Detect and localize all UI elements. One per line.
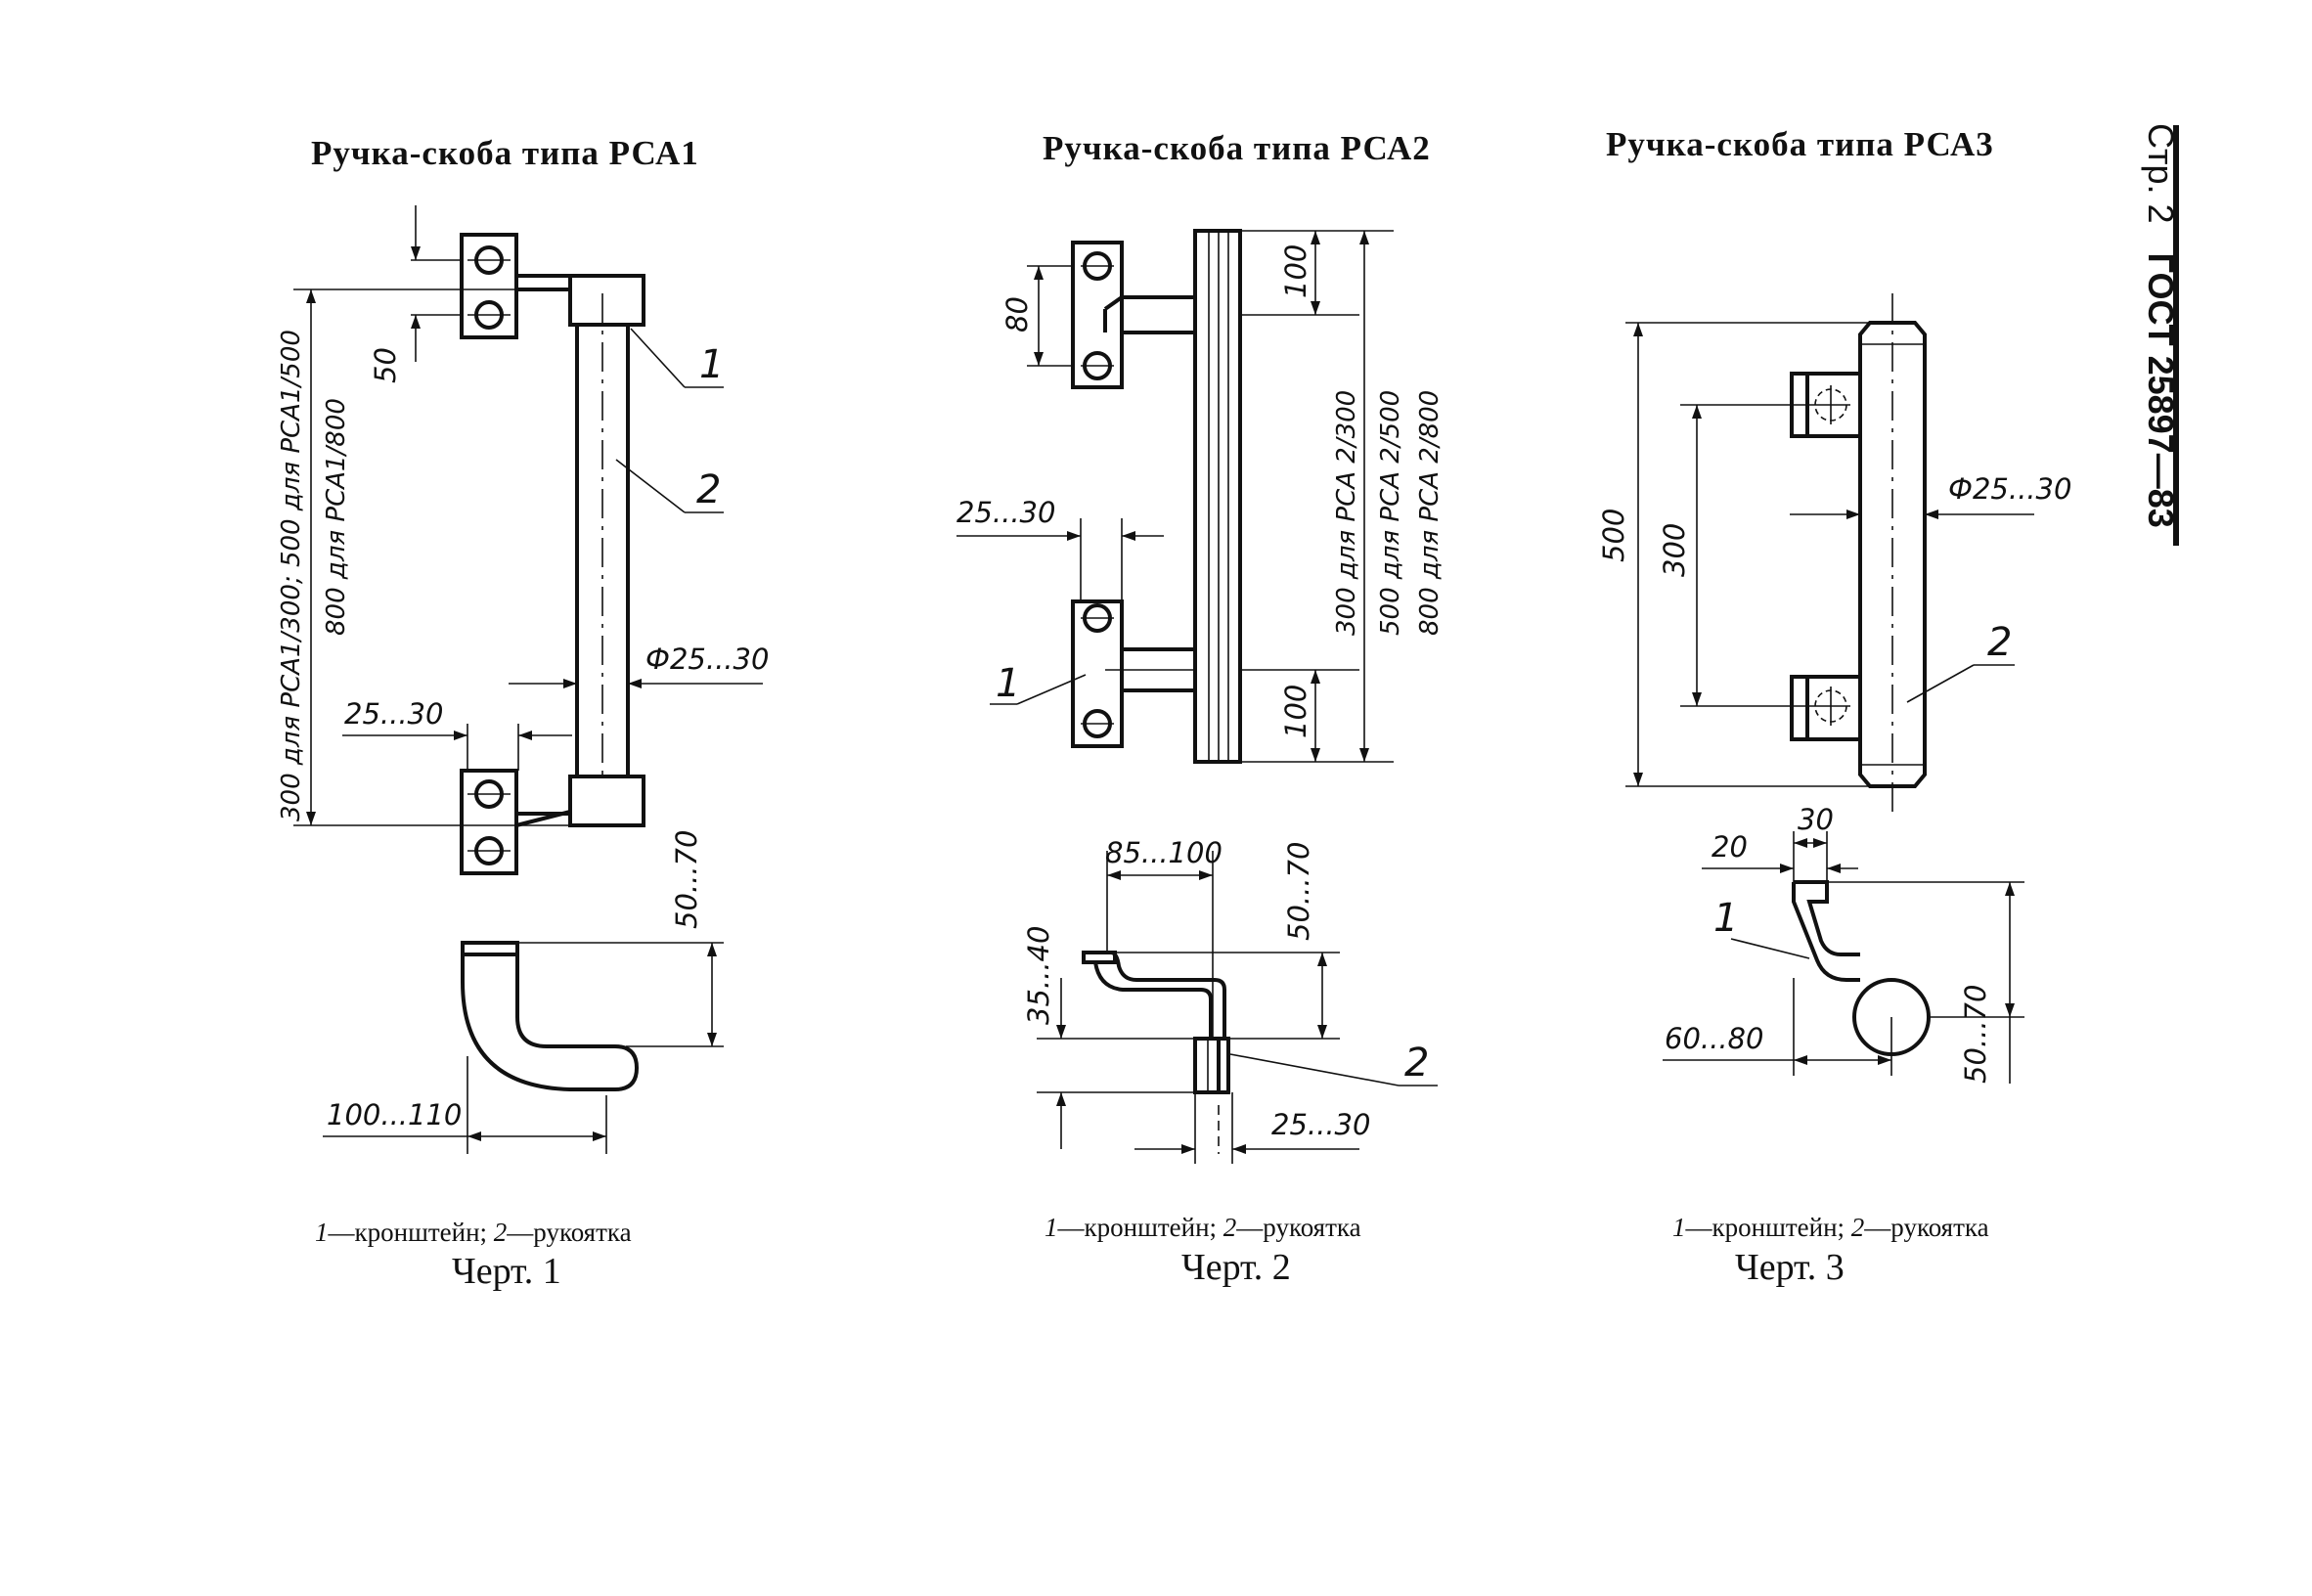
fig2-label-2: 2 [1404,1041,1429,1086]
fig2-dim-offset: 25...30 [956,496,1055,529]
fig1-arm-top [568,274,645,327]
figure-1-caption: 1—кронштейн; 2—рукоятка [315,1218,632,1247]
fig1-dim-diameter: Ф25...30 [645,643,769,676]
fig2-label-1: 1 [996,661,1020,706]
fig1-dim-length-a: 300 для РСА1/300; 500 для РСА1/500 [277,330,306,821]
fig3-label-2: 2 [1987,620,2012,665]
fig1-arm-bottom [568,775,645,827]
fig3-dim-depth: 60...80 [1665,1022,1763,1055]
fig1-hook-side-view [461,941,640,1091]
figure-3-label: Черт. 3 [1735,1247,1845,1288]
fig3-dim-height: 50...70 [1959,985,1992,1084]
figure-3-caption: 1—кронштейн; 2—рукоятка [1672,1213,1989,1242]
fig3-dim-spacing: 300 [1658,523,1691,577]
fig3-bracket-bottom [1790,675,1862,741]
figure-3-drawing: 500 300 Ф25...30 2 30 20 1 [1597,293,2071,1084]
figure-1-title: Ручка-скоба типа РСА1 [311,134,699,172]
fig2-dim-length-c: 800 для РСА 2/800 [1415,390,1445,636]
fig3-dim-30: 30 [1798,803,1834,836]
fig2-dim-depth: 85...100 [1105,836,1223,869]
fig2-dim-100-bottom: 100 [1279,685,1312,738]
fig3-side-bracket [1794,880,1860,956]
figure-2-drawing: 80 100 100 300 для РСА 2/300 500 для РСА… [956,229,1445,1164]
fig3-dim-20: 20 [1712,830,1748,864]
header-rule [2173,125,2179,546]
figure-2-title: Ручка-скоба типа РСА2 [1043,129,1431,167]
fig2-dim-100-top: 100 [1279,244,1312,298]
fig2-bracket-bottom [1071,599,1124,748]
fig1-bracket-top [460,233,518,339]
fig3-dim-diameter: Ф25...30 [1948,472,2071,506]
fig2-dim-length-b: 500 для РСА 2/500 [1376,390,1405,636]
fig1-dim-50: 50 [369,347,402,383]
fig1-label-2: 2 [696,467,721,512]
fig1-dim-height: 50...70 [670,830,703,929]
fig3-handle [1858,321,1927,788]
fig1-bracket-bottom [460,769,518,875]
fig2-dim-offset-bottom: 25...30 [1271,1108,1370,1141]
figure-1-drawing: 50 300 для РСА1/300; 500 для РСА1/500 80… [277,205,769,1154]
fig1-label-1: 1 [699,342,724,387]
fig2-dim-height: 50...70 [1282,842,1315,941]
fig1-dim-length-b: 800 для РСА1/800 [322,398,351,636]
fig1-dim-offset: 25...30 [344,697,443,731]
figure-1-label: Черт. 1 [452,1251,561,1292]
fig3-dim-length: 500 [1597,509,1630,562]
fig2-dim-length-a: 300 для РСА 2/300 [1332,390,1361,636]
figure-3-title: Ручка-скоба типа РСА3 [1606,125,1994,163]
figure-2-caption: 1—кронштейн; 2—рукоятка [1045,1213,1361,1242]
fig2-handle [1193,229,1242,764]
figure-2-label: Черт. 2 [1181,1247,1291,1288]
fig2-dim-thickness: 35...40 [1022,926,1055,1025]
fig2-side-handle [1193,1037,1221,1094]
fig1-dim-depth: 100...110 [327,1098,462,1131]
fig2-dim-80: 80 [1000,296,1034,332]
fig3-label-1: 1 [1713,896,1738,941]
fig2-side-bracket [1084,951,1226,1039]
